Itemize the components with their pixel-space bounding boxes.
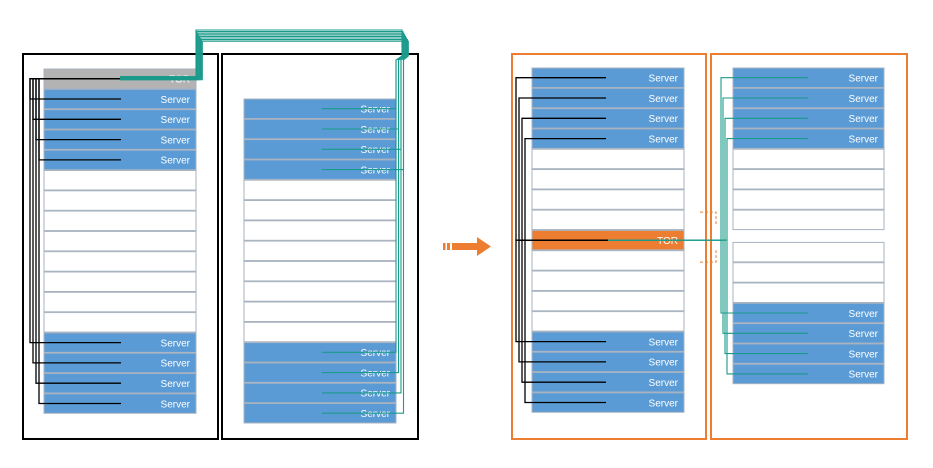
empty-slot xyxy=(243,220,397,241)
server-slot-label: Server xyxy=(161,338,191,349)
pass-through-connector xyxy=(700,211,717,263)
server-slot-label: Server xyxy=(161,115,191,126)
server-slot-label: Server xyxy=(649,378,679,389)
empty-slot xyxy=(43,291,197,313)
empty-slot xyxy=(531,311,685,332)
black-cable xyxy=(524,239,608,404)
server-slot-label: Server xyxy=(849,349,879,360)
server-slot-label: Server xyxy=(849,134,879,145)
black-cable xyxy=(38,78,121,405)
server-slot-label: Server xyxy=(161,399,191,410)
empty-slot xyxy=(43,251,197,272)
cables xyxy=(29,29,808,414)
empty-slot xyxy=(43,230,197,252)
empty-slot xyxy=(531,250,685,271)
teal-cable xyxy=(120,35,407,353)
empty-slot xyxy=(243,301,397,322)
server-slot-label: Server xyxy=(361,368,391,379)
empty-slot xyxy=(732,148,885,170)
server-slot-label: Server xyxy=(161,379,191,390)
empty-slot xyxy=(531,290,685,312)
after-left-rack: ServerServerServerServerTORServerServerS… xyxy=(511,53,707,440)
before-left-rack: TORServerServerServerServerServerServerS… xyxy=(22,53,219,440)
server-slot-label: Server xyxy=(649,74,679,85)
server-slot-label: Server xyxy=(361,389,391,400)
server-slot-label: Server xyxy=(161,95,191,106)
teal-cable xyxy=(120,37,408,374)
empty-slot xyxy=(43,271,197,292)
server-slot-label: Server xyxy=(649,398,679,409)
server-slot-label: Server xyxy=(649,134,679,145)
server-slot-label: Server xyxy=(649,358,679,369)
empty-slot xyxy=(243,240,397,262)
empty-slot xyxy=(732,262,885,283)
server-slot-label: Server xyxy=(849,309,879,320)
empty-slot xyxy=(243,179,397,201)
server-slot-label: Server xyxy=(361,145,391,156)
empty-slot xyxy=(732,241,885,263)
empty-slot xyxy=(732,282,885,303)
server-slot-label: Server xyxy=(161,359,191,370)
server-slot-label: Server xyxy=(849,329,879,340)
server-slot-label: Server xyxy=(361,105,391,116)
empty-slot xyxy=(531,169,685,190)
empty-slot xyxy=(43,170,197,191)
teal-cable xyxy=(120,39,408,394)
server-slot-label: Server xyxy=(849,370,879,381)
empty-slot xyxy=(43,312,197,333)
before-right-rack-frame xyxy=(221,53,419,440)
after-right-rack-frame xyxy=(710,53,908,440)
empty-slot xyxy=(531,270,685,291)
transition-arrow-icon xyxy=(443,237,491,256)
empty-slot xyxy=(531,148,685,170)
empty-slot xyxy=(531,209,685,231)
empty-slot xyxy=(732,169,885,190)
empty-slot xyxy=(43,190,197,211)
empty-slot xyxy=(243,281,397,302)
server-slot-label: Server xyxy=(649,94,679,105)
server-slot-label: Server xyxy=(849,74,879,85)
empty-slot xyxy=(531,189,685,210)
empty-slot xyxy=(243,200,397,221)
tor-switch-label: TOR xyxy=(657,236,678,247)
server-slot-label: Server xyxy=(161,156,191,167)
empty-slot xyxy=(732,189,885,210)
empty-slot xyxy=(43,210,197,232)
server-slot-label: Server xyxy=(649,114,679,125)
teal-cable xyxy=(608,239,808,375)
after-left-rack-frame xyxy=(511,53,707,440)
teal-cable xyxy=(120,40,409,414)
server-slot-label: Server xyxy=(849,114,879,125)
empty-slot xyxy=(732,209,885,231)
server-slot-label: Server xyxy=(361,348,391,359)
server-slot-label: Server xyxy=(649,337,679,348)
before-right-rack: ServerServerServerServerServerServerServ… xyxy=(221,53,419,440)
server-slot-label: Server xyxy=(361,165,391,176)
empty-slot xyxy=(243,260,397,282)
server-slot-label: Server xyxy=(361,125,391,136)
server-slot-label: Server xyxy=(161,135,191,146)
server-slot-label: Server xyxy=(361,409,391,420)
before-left-rack-frame xyxy=(22,53,219,440)
empty-slot xyxy=(243,321,397,343)
server-slot-label: Server xyxy=(849,94,879,105)
after-right-rack: ServerServerServerServerServerServerServ… xyxy=(710,53,908,440)
